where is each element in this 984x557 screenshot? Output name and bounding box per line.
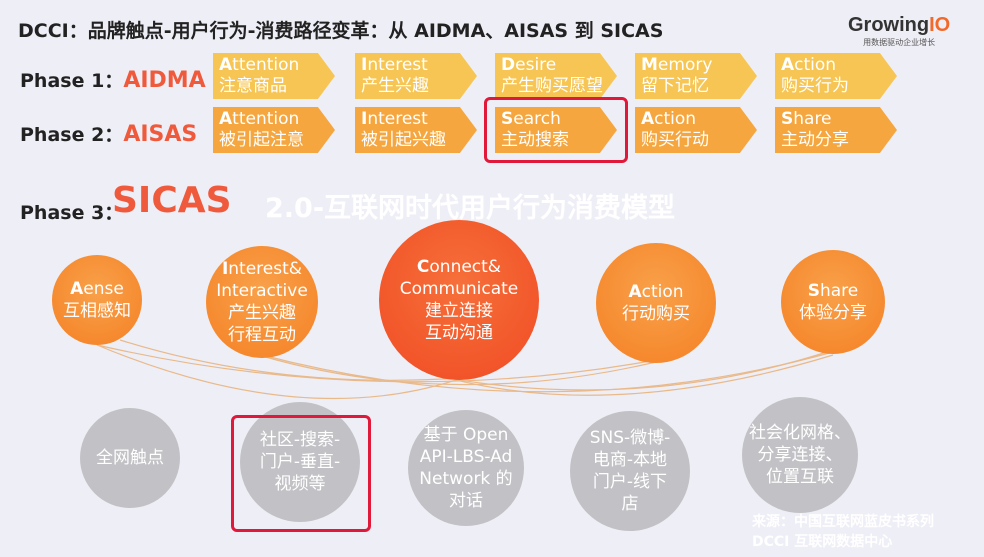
channel-circle: 社区-搜索-门户-垂直-视频等 [240, 402, 360, 522]
channel-line: 对话 [448, 491, 483, 511]
stage-initial: A [628, 282, 642, 302]
channel-line: 社会化网格、 [749, 423, 851, 443]
stage-zh1: 体验分享 [799, 303, 867, 323]
stage-en: ense [83, 279, 124, 299]
step-en: ttention [232, 109, 300, 129]
phase3-subtitle: 2.0-互联网时代用户行为消费模型 [265, 193, 676, 224]
slide-title: DCCI：品牌触点-用户行为-消费路径变革：从 AIDMA、AISAS 到 SI… [18, 20, 664, 42]
step-zh: 购买行为 [781, 76, 849, 96]
stage-initial: I [221, 259, 229, 279]
stage-zh2: 互动沟通 [425, 323, 493, 343]
stage-zh1: 建立连接 [425, 301, 493, 321]
step-initial: M [641, 55, 658, 75]
channel-circle: 全网触点 [80, 408, 180, 508]
channel-circle: SNS-微博-电商-本地门户-线下店 [570, 411, 690, 531]
step-initial: D [501, 55, 516, 75]
stage-zh1: 产生兴趣 [227, 303, 296, 323]
step-en: ttention [232, 55, 300, 75]
stage-initial: A [70, 279, 84, 299]
stage-initial: S [807, 281, 820, 301]
stage-en2: Communicate [399, 279, 519, 299]
step-en: ction [794, 55, 837, 75]
step-zh: 产生购买愿望 [501, 76, 603, 96]
logo-text-b: IO [929, 14, 951, 36]
channel-line: 视频等 [274, 474, 326, 494]
stage-zh1: 行动购买 [622, 304, 690, 324]
stage-initial: C [416, 257, 430, 277]
step-en: earch [513, 109, 561, 129]
stage-en: ction [641, 282, 684, 302]
step-en: nterest [367, 55, 428, 75]
step-zh: 主动分享 [781, 130, 849, 150]
sicas-title: SICAS [112, 180, 232, 221]
stage-zh1: 互相感知 [63, 301, 131, 321]
step-zh: 主动搜索 [501, 130, 569, 150]
step-en: hare [793, 109, 832, 129]
step-initial: S [501, 109, 514, 129]
step-initial: A [641, 109, 655, 129]
phase2-label: Phase 2：AISAS [20, 122, 198, 147]
step-zh: 产生兴趣 [361, 76, 429, 96]
logo-tagline: 用数据驱动企业增长 [863, 38, 936, 47]
step-zh: 被引起注意 [219, 130, 304, 150]
channel-line: 门户-线下 [592, 472, 668, 492]
phase3-label: Phase 3： [20, 202, 124, 224]
channel-circle: 社会化网格、分享连接、位置互联 [742, 397, 858, 513]
channel-line: 店 [621, 494, 639, 514]
step-en: esire [515, 55, 557, 75]
step-initial: A [219, 55, 233, 75]
step-en: nterest [367, 109, 428, 129]
channel-line: 位置互联 [766, 467, 834, 487]
step-zh: 购买行动 [641, 130, 709, 150]
stage-en2: Interactive [216, 281, 308, 301]
channel-line: API-LBS-Ad [419, 447, 513, 467]
stage-en: nterest& [228, 259, 303, 279]
step-zh: 留下记忆 [641, 76, 709, 96]
step-zh: 被引起兴趣 [361, 130, 446, 150]
step-initial: A [781, 55, 795, 75]
step-en: ction [654, 109, 697, 129]
channel-line: 基于 Open [423, 425, 509, 445]
step-initial: I [361, 109, 368, 129]
growingio-logo: GrowingIO 用数据驱动企业增长 [848, 14, 950, 48]
channel-line: 门户-垂直- [259, 452, 341, 472]
stage-en: hare [819, 281, 859, 301]
channel-line: 社区-搜索- [259, 430, 341, 450]
stage-zh2: 行程互动 [227, 325, 296, 345]
channel-line: Network 的 [419, 469, 513, 489]
channel-line: 电商-本地 [592, 450, 668, 470]
step-initial: I [361, 55, 368, 75]
community-highlight-box [231, 415, 371, 532]
step-initial: A [219, 109, 233, 129]
logo-text-a: Growing [848, 14, 930, 36]
channel-line: 分享连接、 [757, 445, 843, 465]
step-zh: 注意商品 [219, 76, 287, 96]
search-highlight-box [484, 97, 628, 163]
phase1-label: Phase 1：AIDMA [20, 68, 206, 93]
stage-en: onnect& [429, 257, 502, 277]
channel-line: 全网触点 [96, 448, 164, 468]
step-en: emory [657, 55, 713, 75]
step-initial: S [781, 109, 794, 129]
channel-line: SNS-微博- [589, 428, 671, 448]
